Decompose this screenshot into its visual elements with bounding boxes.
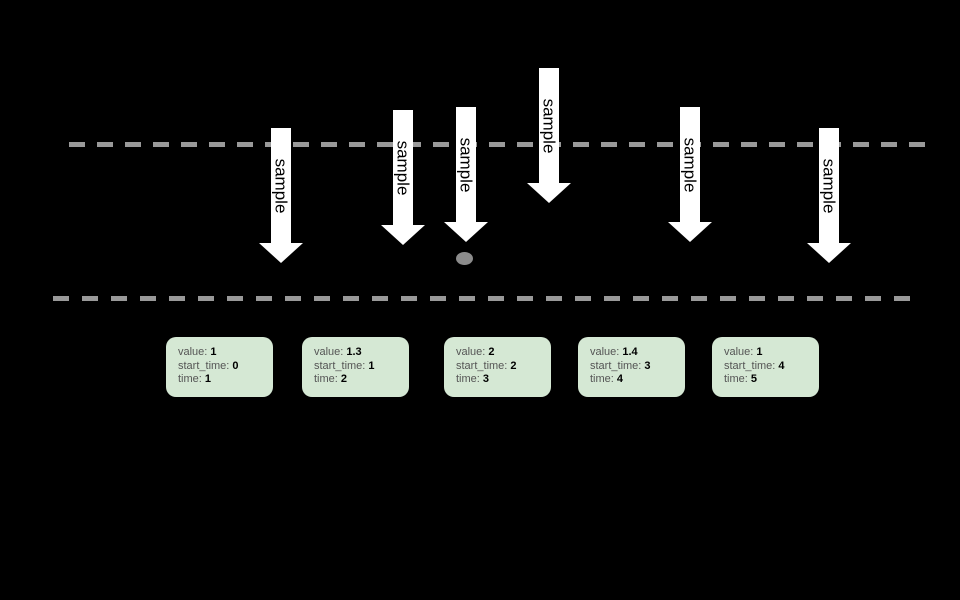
time-label: time: [590, 373, 614, 385]
start-time-label: start_time: [456, 359, 508, 372]
start-time-line: start_time:4 [724, 360, 813, 374]
arrow-label: sample [271, 158, 291, 214]
start-time-label: start_time: [590, 359, 642, 372]
value-line: value:2 [456, 346, 545, 360]
time-value: 4 [616, 373, 623, 385]
start-time-value: 2 [510, 359, 517, 372]
arrow-label: sample [819, 158, 839, 214]
time-line: time:2 [314, 373, 403, 387]
start-time-value: 1 [368, 359, 375, 372]
value-label: value: [456, 346, 486, 358]
time-value: 5 [750, 373, 757, 385]
sample-record-card-1: value:1 start_time:0 time:1 [166, 337, 273, 397]
sample-arrow-5: sample [668, 107, 712, 242]
value-line: value:1 [724, 346, 813, 360]
start-time-label: start_time: [314, 359, 366, 372]
value-label: value: [724, 346, 754, 358]
arrow-label: sample [393, 140, 413, 196]
arrow-shaft [456, 107, 476, 223]
arrow-label: sample [456, 137, 476, 193]
time-line: time:4 [590, 373, 679, 387]
time-value: 3 [482, 373, 489, 385]
time-label: time: [178, 373, 202, 385]
time-line: time:5 [724, 373, 813, 387]
arrow-label: sample [539, 98, 559, 154]
sample-record-card-3: value:2 start_time:2 time:3 [444, 337, 551, 397]
time-value: 2 [340, 373, 347, 385]
value-label: value: [590, 346, 620, 358]
sample-arrow-2: sample [381, 110, 425, 245]
arrow-shaft [393, 110, 413, 226]
value-line: value:1 [178, 346, 267, 360]
start-time-line: start_time:3 [590, 360, 679, 374]
value-line: value:1.3 [314, 346, 403, 360]
start-time-label: start_time: [724, 359, 776, 372]
sample-arrow-4: sample [527, 68, 571, 203]
sample-record-card-5: value:1 start_time:4 time:5 [712, 337, 819, 397]
time-label: time: [314, 373, 338, 385]
start-time-value: 3 [644, 359, 651, 372]
arrow-down-icon [444, 222, 488, 242]
start-time-label: start_time: [178, 359, 230, 372]
time-label: time: [456, 373, 480, 385]
sample-record-card-4: value:1.4 start_time:3 time:4 [578, 337, 685, 397]
upper-dashed-line [69, 142, 927, 147]
start-time-line: start_time:0 [178, 360, 267, 374]
start-time-line: start_time:2 [456, 360, 545, 374]
time-line: time:1 [178, 373, 267, 387]
arrow-shaft [680, 107, 700, 223]
arrow-down-icon [259, 243, 303, 263]
arrow-label: sample [680, 137, 700, 193]
time-line: time:3 [456, 373, 545, 387]
start-time-value: 4 [778, 359, 785, 372]
start-time-line: start_time:1 [314, 360, 403, 374]
time-label: time: [724, 373, 748, 385]
arrow-down-icon [381, 225, 425, 245]
value-value: 1.3 [346, 346, 362, 358]
arrow-shaft [271, 128, 291, 244]
lower-dashed-line [53, 296, 910, 301]
sample-point-dot-icon [456, 252, 473, 265]
arrow-shaft [819, 128, 839, 244]
value-value: 1 [210, 346, 217, 358]
arrow-down-icon [527, 183, 571, 203]
value-value: 1.4 [622, 346, 638, 358]
arrow-down-icon [807, 243, 851, 263]
sample-arrow-1: sample [259, 128, 303, 263]
value-label: value: [314, 346, 344, 358]
arrow-down-icon [668, 222, 712, 242]
sample-arrow-6: sample [807, 128, 851, 263]
value-label: value: [178, 346, 208, 358]
sample-arrow-3: sample [444, 107, 488, 242]
value-line: value:1.4 [590, 346, 679, 360]
sample-record-card-2: value:1.3 start_time:1 time:2 [302, 337, 409, 397]
value-value: 2 [488, 346, 495, 358]
time-value: 1 [204, 373, 211, 385]
value-value: 1 [756, 346, 763, 358]
start-time-value: 0 [232, 359, 239, 372]
arrow-shaft [539, 68, 559, 184]
